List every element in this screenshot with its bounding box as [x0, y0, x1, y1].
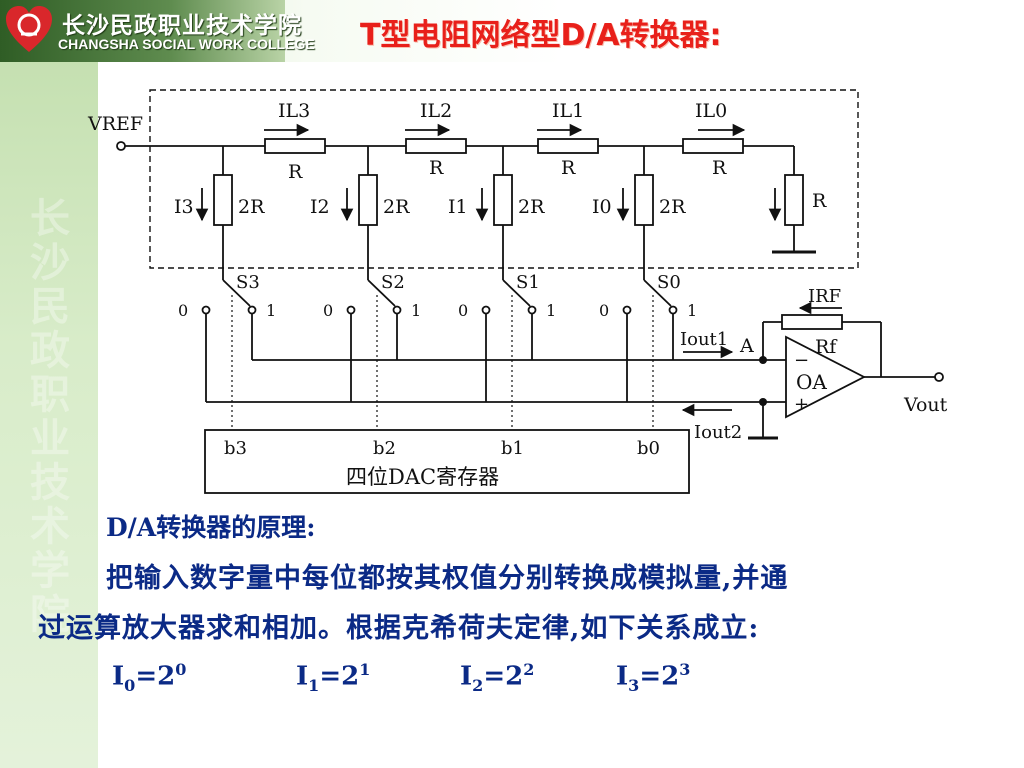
terminal-resistor: [784, 174, 804, 226]
switch-blade-1: [502, 279, 531, 307]
pos1-label: 1: [546, 301, 556, 320]
branch-resistor-1: [493, 174, 513, 226]
college-name-en: CHANGSHA SOCIAL WORK COLLEGE: [58, 36, 315, 52]
iout2-label: Iout2: [694, 422, 742, 443]
s0-label: S0: [657, 272, 681, 293]
pos0-label: 0: [178, 301, 188, 320]
dac-register-box: [204, 429, 690, 494]
pos0-label: 0: [458, 301, 468, 320]
il1-label: IL1: [552, 100, 584, 122]
vout-terminal: [934, 372, 944, 382]
2r-label: 2R: [659, 196, 686, 218]
terminal-r-label: R: [812, 190, 827, 212]
il0-label: IL0: [695, 100, 727, 122]
branch-resistor-3: [213, 174, 233, 226]
opamp-label: OA: [796, 370, 827, 394]
il3-label: IL3: [278, 100, 310, 122]
sidebar-strip: 长沙民政职业技术学院: [0, 62, 98, 768]
b1-label: b1: [501, 438, 524, 459]
series-resistor-1: [264, 138, 326, 154]
slide-title: T型电阻网络型D/A转换器:: [360, 18, 722, 53]
series-resistor-4: [682, 138, 744, 154]
vout-label: Vout: [903, 394, 948, 416]
s3-label: S3: [236, 272, 260, 293]
feedback-resistor: [781, 314, 843, 330]
pos1-label: 1: [266, 301, 276, 320]
paragraph-line: 把输入数字量中每位都按其权值分别转换成模拟量,并通: [106, 563, 789, 594]
heart-emblem-icon: [6, 6, 52, 52]
minus-label: −: [794, 350, 809, 371]
pos1-label: 1: [687, 301, 697, 320]
pos0-label: 0: [323, 301, 333, 320]
opamp-triangle: [785, 335, 866, 419]
network-box: [149, 89, 859, 269]
b3-label: b3: [224, 438, 247, 459]
s2-label: S2: [381, 272, 405, 293]
i0-label: I0: [592, 196, 612, 218]
b0-label: b0: [637, 438, 660, 459]
2r-label: 2R: [238, 196, 265, 218]
series-resistor-3: [537, 138, 599, 154]
s1-label: S1: [516, 272, 540, 293]
equation-i1: I1=21: [296, 660, 371, 695]
header-banner: 长沙民政职业技术学院 CHANGSHA SOCIAL WORK COLLEGE …: [0, 0, 1024, 62]
b2-label: b2: [373, 438, 396, 459]
register-label: 四位DAC寄存器: [346, 465, 499, 489]
2r-label: 2R: [383, 196, 410, 218]
switch-blade-0: [643, 279, 672, 307]
rf-label: Rf: [815, 336, 838, 358]
sidebar-watermark: 长沙民政职业技术学院: [30, 195, 70, 638]
i3-label: I3: [174, 196, 194, 218]
i1-label: I1: [448, 196, 468, 218]
i2-label: I2: [310, 196, 330, 218]
pos0-label: 0: [599, 301, 609, 320]
series-r-label: R: [429, 157, 444, 179]
branch-resistor-2: [358, 174, 378, 226]
branch-resistor-0: [634, 174, 654, 226]
irf-label: IRF: [808, 286, 841, 307]
vref-label: VREF: [87, 113, 143, 135]
college-name-cn: 长沙民政职业技术学院: [62, 13, 302, 39]
principle-heading: D/A转换器的原理:: [106, 513, 316, 542]
equation-i0: I0=20: [112, 660, 187, 695]
equation-i2: I2=22: [460, 660, 535, 695]
plus-label: +: [794, 394, 809, 415]
pos1-label: 1: [411, 301, 421, 320]
vref-terminal: [116, 141, 126, 151]
switch-blade-3: [222, 279, 251, 307]
series-r-label: R: [712, 157, 727, 179]
series-r-label: R: [561, 157, 576, 179]
paragraph-line: 过运算放大器求和相加。根据克希荷夫定律,如下关系成立:: [38, 613, 760, 644]
il2-label: IL2: [420, 100, 452, 122]
series-r-label: R: [288, 161, 303, 183]
t-network-dac-circuit: VREF IL3 IL2 IL1 IL0 R R R R R I3 I2 I1 …: [87, 89, 948, 494]
switch-blade-2: [367, 279, 396, 307]
node-a-label: A: [739, 335, 754, 357]
college-logo-area: 长沙民政职业技术学院 CHANGSHA SOCIAL WORK COLLEGE: [0, 0, 315, 62]
2r-label: 2R: [518, 196, 545, 218]
series-resistor-2: [405, 138, 467, 154]
iout1-label: Iout1: [680, 329, 728, 350]
equation-i3: I3=23: [616, 660, 691, 695]
